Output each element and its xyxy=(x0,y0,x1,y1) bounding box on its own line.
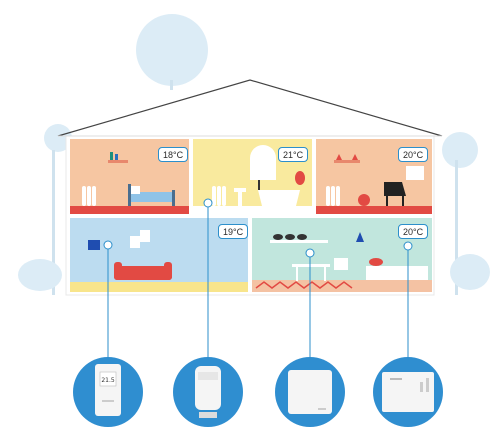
temperature-badge-living-lower: 19°C xyxy=(218,224,249,239)
temperature-badge-kitchen: 20°C xyxy=(398,224,429,239)
device-connectors xyxy=(103,198,413,362)
window-icon xyxy=(250,145,276,180)
tree-top-icon xyxy=(136,14,208,86)
device-receiver[interactable] xyxy=(373,357,443,427)
radiator-icon xyxy=(82,186,96,206)
dining-table-icon xyxy=(292,258,348,281)
sink-icon xyxy=(234,188,246,206)
plant-icon xyxy=(295,171,305,185)
radiator-icon xyxy=(326,186,340,206)
roof-outline xyxy=(57,79,443,137)
background-scenery xyxy=(18,14,490,295)
plant-icon xyxy=(358,194,370,206)
thermostat-display: 21.5 xyxy=(101,377,115,384)
temperature-badge-bedroom: 18°C xyxy=(158,147,189,162)
bed-icon xyxy=(128,184,175,206)
kitchen-counter-icon xyxy=(366,266,428,280)
device-radiator-valve[interactable] xyxy=(173,357,243,427)
bush-right-icon xyxy=(450,254,490,290)
piano-icon xyxy=(384,182,406,206)
tree-right-icon xyxy=(442,132,478,168)
tree-left-icon xyxy=(44,124,72,152)
device-thermostat[interactable]: 21.5 xyxy=(73,357,143,427)
bathtub-icon xyxy=(258,180,300,206)
temperature-badge-living-upper: 20°C xyxy=(398,147,429,162)
bush-left-icon xyxy=(18,259,62,291)
sofa-icon xyxy=(114,262,172,280)
device-row: 21.5 xyxy=(73,357,443,427)
wireless-hub-icon xyxy=(288,370,332,414)
device-hub[interactable] xyxy=(275,357,345,427)
lamp-icon xyxy=(356,232,364,242)
temperature-badge-bathroom: 21°C xyxy=(278,147,309,162)
radiator-icon xyxy=(212,186,226,206)
picture-frame-icon xyxy=(88,240,100,250)
